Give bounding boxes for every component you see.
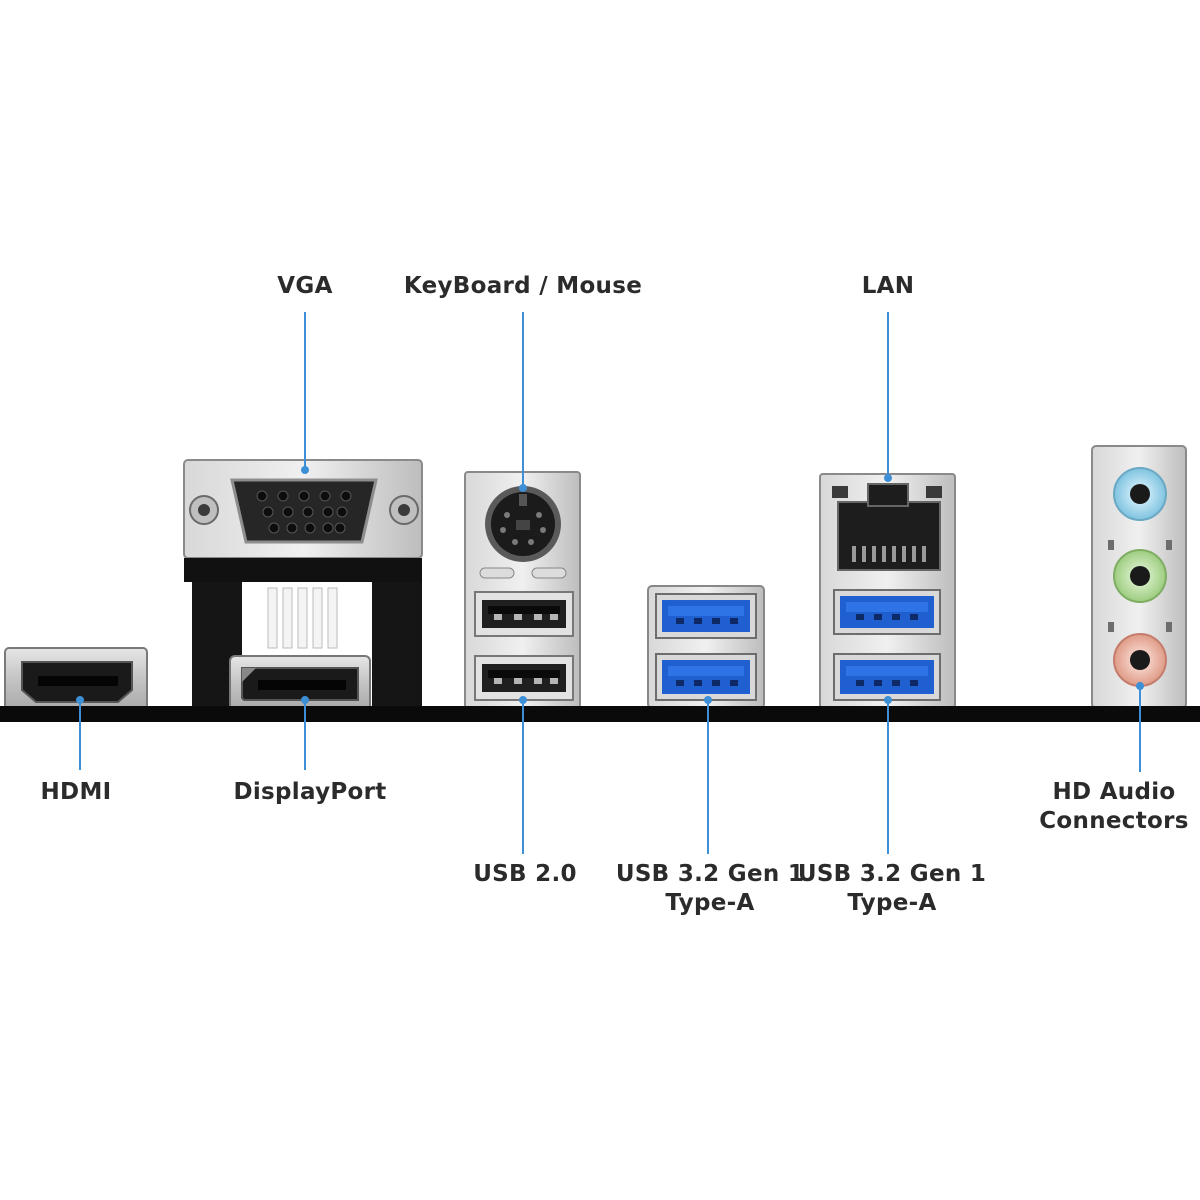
label-lan-text: LAN	[861, 273, 915, 299]
label-displayport-text: DisplayPort	[233, 779, 387, 805]
label-usb2: USB 2.0	[445, 860, 605, 889]
label-keyboard-mouse: KeyBoard / Mouse	[393, 272, 653, 301]
hdmi-port	[4, 647, 148, 711]
label-hdmi: HDMI	[16, 778, 136, 807]
label-usb32-b: USB 3.2 Gen 1 Type-A	[797, 860, 987, 918]
audio-jack-line-in	[1113, 467, 1167, 521]
label-lan: LAN	[808, 272, 968, 301]
usb32-port-lan-top	[833, 589, 941, 635]
usb2-port-top	[474, 591, 574, 637]
vga-port	[183, 459, 423, 559]
hd-audio-jacks	[1091, 445, 1187, 709]
label-vga-text: VGA	[277, 273, 333, 299]
audio-jack-line-out	[1113, 549, 1167, 603]
usb32-port-top	[655, 593, 757, 639]
label-usb32-a: USB 3.2 Gen 1 Type-A	[615, 860, 805, 918]
label-usb32-b-line1: USB 3.2 Gen 1	[797, 861, 987, 887]
lan-usb32-stack	[819, 473, 956, 709]
label-hdmi-text: HDMI	[40, 779, 112, 805]
vga-dp-bracket	[184, 558, 422, 708]
callout-lines	[76, 312, 1144, 854]
io-shield-bar	[0, 706, 1200, 722]
label-keyboard-mouse-text: KeyBoard / Mouse	[403, 273, 643, 299]
usb32-port-lan-bottom	[833, 653, 941, 701]
label-vga: VGA	[225, 272, 385, 301]
label-usb32-b-line2: Type-A	[847, 890, 937, 916]
usb32-port-bottom	[655, 653, 757, 701]
label-usb32-a-line1: USB 3.2 Gen 1	[615, 861, 805, 887]
label-displayport: DisplayPort	[210, 778, 410, 807]
label-hd-audio-line1: HD Audio	[1052, 779, 1176, 805]
usb2-port-bottom	[474, 655, 574, 701]
label-usb32-a-line2: Type-A	[665, 890, 755, 916]
ps2-port	[485, 486, 561, 562]
audio-jack-mic	[1113, 633, 1167, 687]
label-usb2-text: USB 2.0	[473, 861, 577, 887]
displayport-port	[229, 655, 371, 711]
lan-port	[832, 483, 942, 571]
usb32-stack-left	[647, 585, 765, 709]
ps2-usb2-stack	[464, 471, 581, 709]
label-hd-audio-line2: Connectors	[1039, 808, 1189, 834]
label-hd-audio: HD Audio Connectors	[1036, 778, 1192, 836]
